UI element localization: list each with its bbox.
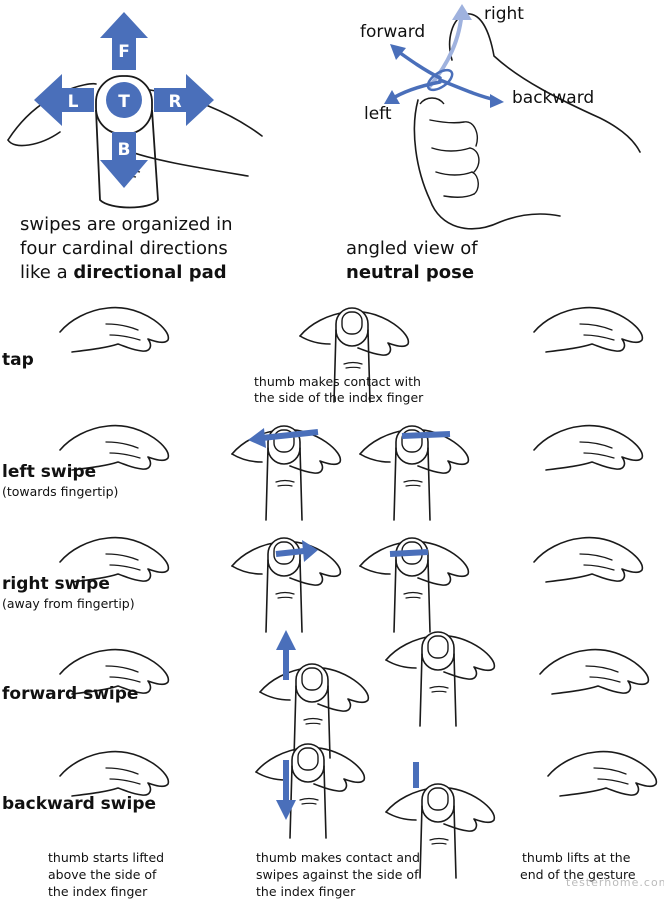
dpad-forward-letter: F	[118, 42, 130, 62]
neutral-pose-illustration	[384, 4, 641, 230]
backward-swipe-start-hand	[59, 750, 170, 797]
row-label-left-swipe: left swipe	[2, 462, 97, 482]
dpad-forward-arrow	[100, 12, 148, 70]
left-swipe-hand-2	[359, 425, 470, 521]
forward-swipe-hand-1	[259, 663, 370, 759]
dpad-tap-letter: T	[118, 92, 130, 112]
row-label-backward-swipe: backward swipe	[2, 794, 157, 814]
forward-swipe-hand-2	[385, 631, 496, 727]
row-sub-left-swipe: (towards fingertip)	[2, 484, 119, 499]
backward-swipe-end-hand	[547, 750, 658, 797]
row-sub-right-swipe: (away from fingertip)	[2, 596, 135, 611]
row-label-tap: tap	[2, 350, 34, 370]
start-caption-line3: the index finger	[48, 884, 148, 899]
left-swipe-trail	[401, 431, 451, 439]
dpad-back-arrow	[100, 132, 148, 188]
dpad-right-letter: R	[168, 92, 181, 112]
forward-swipe-arrow	[276, 630, 296, 650]
forward-swipe-end-hand	[539, 648, 650, 695]
neutral-forward-label: forward	[360, 22, 426, 42]
end-caption-line1: thumb lifts at the	[522, 850, 631, 865]
neutral-left-label: left	[364, 104, 392, 124]
middle-caption-line1: thumb makes contact and	[256, 850, 420, 865]
tap-caption-line1: thumb makes contact with	[254, 374, 421, 389]
dpad-caption-line2: four cardinal directions	[20, 238, 228, 259]
middle-caption-line3: the index finger	[256, 884, 356, 899]
right-swipe-end-hand	[533, 536, 644, 583]
dpad-caption-line3: like a directional pad	[20, 262, 227, 284]
dpad-tap-circle	[106, 82, 142, 118]
neutral-backward-label: backward	[512, 88, 595, 108]
dpad-caption-line3-pre: like a	[20, 262, 74, 283]
row-label-right-swipe: right swipe	[2, 574, 110, 594]
dpad-left-letter: L	[68, 92, 79, 112]
tap-end-hand	[533, 306, 644, 353]
start-caption-line2: above the side of	[48, 867, 157, 882]
left-swipe-arrow	[248, 428, 266, 448]
backward-swipe-hand-1	[255, 743, 366, 839]
dpad-caption-line1: swipes are organized in	[20, 214, 233, 235]
backward-swipe-arrow	[276, 800, 296, 820]
left-swipe-end-hand	[533, 424, 644, 471]
end-caption-line2: end of the gesture	[520, 867, 636, 882]
dpad-caption-bold: directional pad	[73, 262, 227, 283]
start-caption-line1: thumb starts lifted	[48, 850, 165, 865]
neutral-forward-arrow	[394, 48, 442, 80]
neutral-caption-line1: angled view of	[346, 238, 478, 259]
tap-start-hand	[59, 306, 170, 353]
neutral-caption-line2: neutral pose	[346, 262, 475, 283]
watermark: testerhome.com	[566, 876, 664, 889]
right-swipe-trail	[389, 549, 429, 557]
dpad-illustration: F L R T B	[7, 12, 263, 209]
dpad-right-arrow	[154, 74, 214, 126]
row-label-forward-swipe: forward swipe	[2, 684, 139, 704]
tap-caption-line2: the side of the index finger	[254, 390, 424, 405]
dpad-left-arrow	[34, 74, 94, 126]
neutral-right-label: right	[484, 4, 524, 24]
middle-caption-line2: swipes against the side of	[256, 867, 419, 882]
right-swipe-arrow	[302, 540, 318, 562]
dpad-back-letter: B	[118, 140, 131, 160]
